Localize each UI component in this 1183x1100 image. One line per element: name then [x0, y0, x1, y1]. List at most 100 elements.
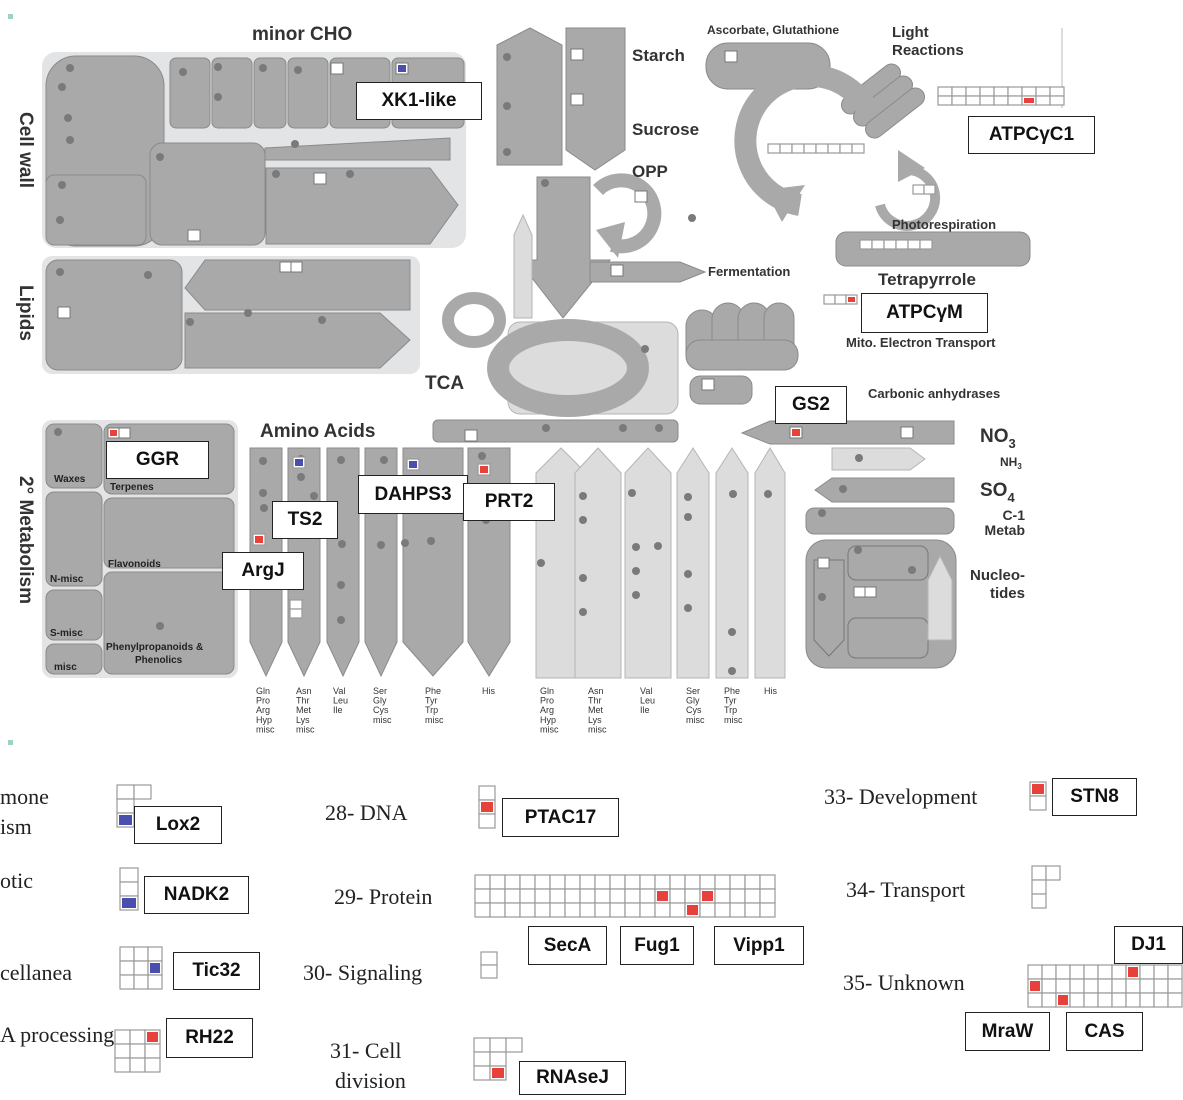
- amino-acid-label: misc: [540, 724, 559, 734]
- data-cell: [1168, 979, 1182, 993]
- so4-title: SO4: [980, 480, 1015, 505]
- gene-dot: [729, 490, 737, 498]
- sucrose-title: Sucrose: [632, 120, 699, 139]
- ascorbate-title: Ascorbate, Glutathione: [707, 23, 839, 37]
- data-cell: [610, 903, 625, 917]
- amino-acid-label: misc: [724, 715, 743, 725]
- data-cell: [481, 965, 497, 978]
- data-cell: [290, 609, 302, 618]
- data-cell: [1112, 979, 1126, 993]
- data-cell: [595, 875, 610, 889]
- data-cell: [730, 903, 745, 917]
- carbonic-anhydrases-title: Carbonic anhydrases: [868, 386, 1000, 401]
- gene-label-dj1: DJ1: [1114, 926, 1183, 964]
- gene-dot: [337, 456, 345, 464]
- nucleotides-title-2: tides: [990, 585, 1025, 602]
- amino-acid-label: Tyr: [724, 696, 737, 706]
- data-cell-fill: [848, 297, 855, 302]
- gene-dot: [579, 574, 587, 582]
- amino-acid-label: Arg: [540, 705, 554, 715]
- data-cell: [1126, 979, 1140, 993]
- amino-acid-label: misc: [373, 715, 392, 725]
- data-cell: [908, 240, 920, 249]
- data-cell: [1032, 866, 1046, 880]
- data-cell: [966, 96, 980, 105]
- amino-acid-label: Gly: [686, 696, 700, 706]
- gene-label-rh22: RH22: [166, 1018, 253, 1058]
- data-cell: [1036, 96, 1050, 105]
- amino-acid-label: Lys: [296, 715, 310, 725]
- amino-acid-label: Lys: [588, 715, 602, 725]
- data-cell: [994, 87, 1008, 96]
- data-cell: [490, 889, 505, 903]
- data-cell: [117, 799, 134, 813]
- amino-acid-label: Hyp: [540, 715, 556, 725]
- data-cell: [1154, 965, 1168, 979]
- data-cell: [640, 875, 655, 889]
- gene-dot: [632, 543, 640, 551]
- category-cell-division-line2: division: [335, 1066, 406, 1096]
- phenylpropanoids-label-2: Phenolics: [135, 655, 183, 666]
- data-cell: [550, 903, 565, 917]
- gene-label-nadk2: NADK2: [144, 876, 249, 914]
- amino-acid-label: Gln: [540, 686, 554, 696]
- amino-acid-arrow-light: [625, 448, 671, 678]
- category-hormone-line1: mone: [0, 782, 49, 812]
- data-cell: [840, 144, 852, 153]
- data-cell: [130, 1044, 145, 1058]
- data-cell: [760, 875, 775, 889]
- data-cell: [520, 889, 535, 903]
- misc-label: misc: [54, 662, 77, 673]
- gene-label-tic32: Tic32: [173, 952, 260, 990]
- amino-acid-label: Val: [640, 686, 652, 696]
- data-cell: [760, 903, 775, 917]
- data-cell: [475, 889, 490, 903]
- amino-acid-label: Asn: [588, 686, 604, 696]
- gene-dot: [632, 591, 640, 599]
- tetrapyrrole-title: Tetrapyrrole: [878, 270, 976, 289]
- mito-electron-title: Mito. Electron Transport: [846, 335, 996, 350]
- data-cell: [1070, 979, 1084, 993]
- data-cell: [475, 875, 490, 889]
- data-cell: [780, 144, 792, 153]
- data-cell: [1042, 979, 1056, 993]
- amino-acid-label: Met: [296, 705, 312, 715]
- data-cell: [1028, 965, 1042, 979]
- data-cell: [1140, 979, 1154, 993]
- data-cell: [924, 185, 935, 194]
- data-cell: [120, 975, 134, 989]
- data-cell: [700, 875, 715, 889]
- amino-acid-label: misc: [588, 724, 607, 734]
- data-cell: [1084, 993, 1098, 1007]
- tca-block: [433, 298, 798, 442]
- data-cell: [625, 903, 640, 917]
- data-cell: [655, 875, 670, 889]
- data-cell: [1112, 993, 1126, 1007]
- category-cell-division-line1: 31- Cell: [330, 1036, 402, 1066]
- gene-label-cas: CAS: [1066, 1012, 1143, 1051]
- gene-dot: [401, 539, 409, 547]
- gene-dot: [259, 489, 267, 497]
- data-cell: [1154, 993, 1168, 1007]
- data-cell: [828, 144, 840, 153]
- gene-label-mraw: MraW: [965, 1012, 1050, 1051]
- data-cell: [550, 889, 565, 903]
- data-cell: [715, 875, 730, 889]
- data-cell: [1140, 993, 1154, 1007]
- gene-dot: [377, 541, 385, 549]
- data-cell: [1168, 965, 1182, 979]
- data-cell: [835, 295, 846, 304]
- starch-sucrose-block: [497, 28, 705, 318]
- amino-acid-label: Pro: [540, 696, 554, 706]
- category-misc: cellanea: [0, 958, 72, 988]
- data-cell: [134, 785, 151, 799]
- gene-dot: [628, 489, 636, 497]
- starch-title: Starch: [632, 46, 685, 65]
- amino-acid-group-labels: GlnProArgHypmiscAsnThrMetLysmiscValLeuIl…: [256, 686, 777, 734]
- gene-label-stn8: STN8: [1052, 778, 1137, 816]
- data-cell: [745, 889, 760, 903]
- gene-dot: [579, 516, 587, 524]
- data-cell-fill: [147, 1032, 158, 1042]
- data-cell: [768, 144, 780, 153]
